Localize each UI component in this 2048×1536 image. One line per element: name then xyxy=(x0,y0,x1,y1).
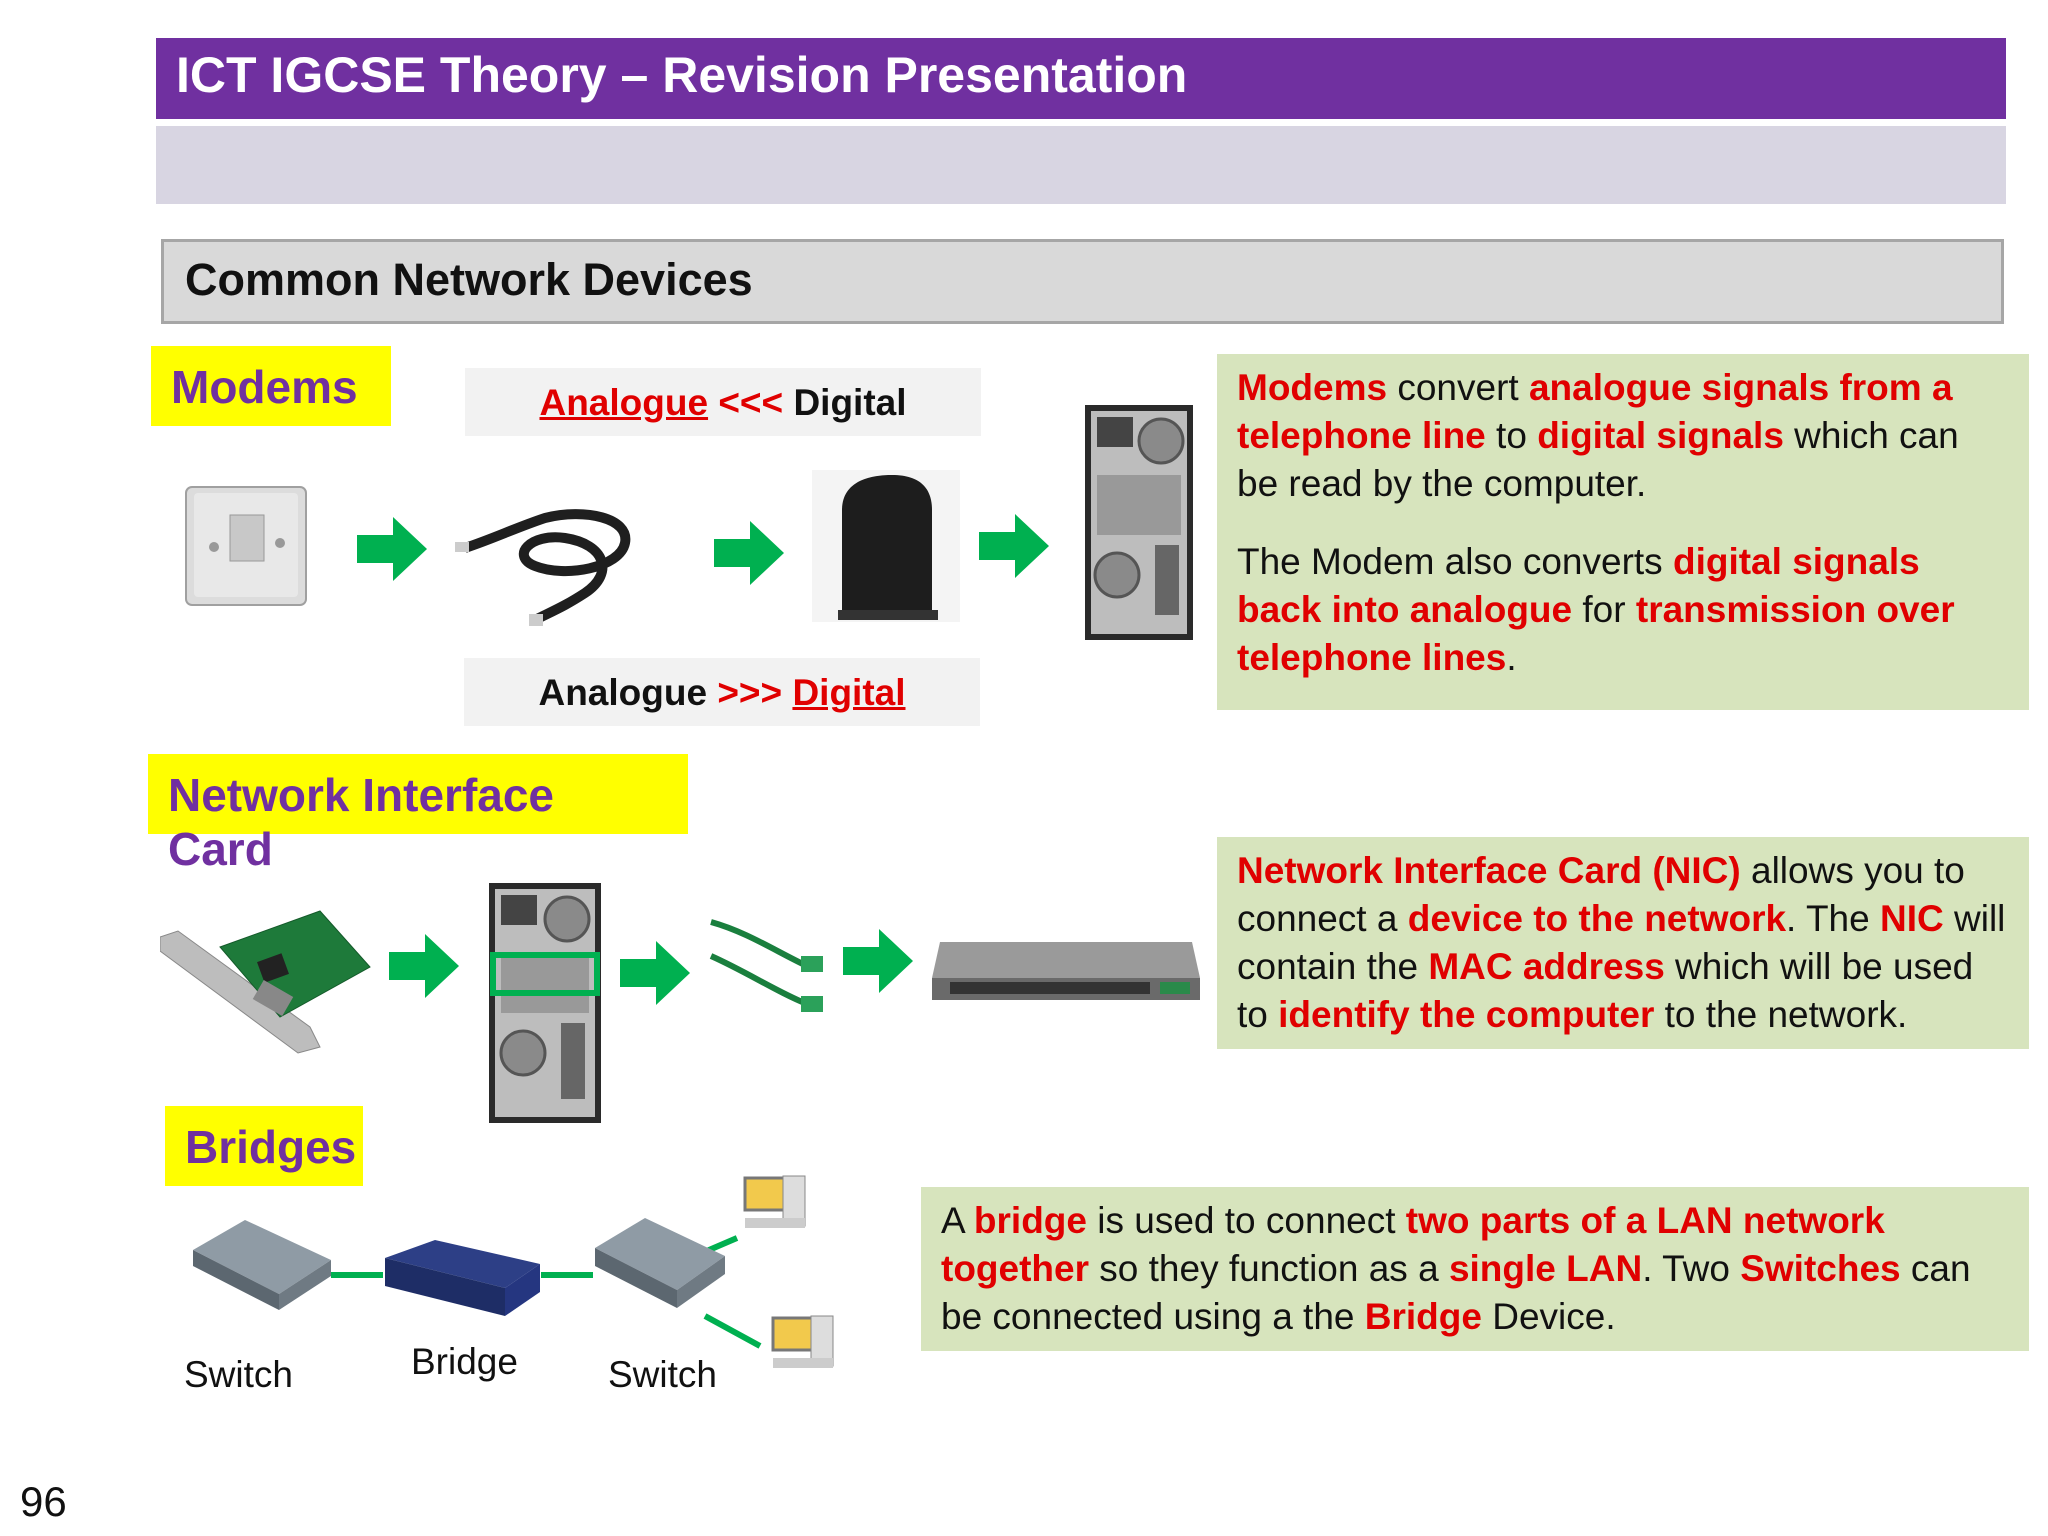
text-run: will contain the xyxy=(1237,898,2006,987)
network-card-image xyxy=(160,910,371,1054)
key-term: Bridge xyxy=(1364,1296,1482,1337)
key-term: Network Interface Card (NIC) xyxy=(1237,850,1741,891)
modem-description: Modems convert analogue signals from a t… xyxy=(1217,354,2029,710)
modem-image xyxy=(812,470,960,622)
subtitle-bar xyxy=(156,126,2006,204)
modem-description-p1: Modems convert analogue signals from a t… xyxy=(1237,364,2009,508)
telephone-socket-image xyxy=(185,486,307,606)
presentation-title: ICT IGCSE Theory – Revision Presentation xyxy=(156,38,2006,119)
text-run: allows you to connect a xyxy=(1237,850,1965,939)
digital-word: Digital xyxy=(793,382,907,423)
analogue-word: Analogue xyxy=(539,382,709,423)
text-run: . xyxy=(1506,637,1517,678)
key-term: transmission over telephone lines xyxy=(1237,589,1955,678)
text-run: so they function as a xyxy=(1089,1248,1449,1289)
switch-label: Switch xyxy=(608,1354,717,1395)
text-run: for xyxy=(1572,589,1636,630)
switch-label: Switch xyxy=(184,1354,293,1395)
key-term: device to the network xyxy=(1407,898,1787,939)
computer-tower-image xyxy=(1085,405,1193,640)
key-term: NIC xyxy=(1879,898,1944,939)
key-term: identify the computer xyxy=(1278,994,1655,1035)
text-run: to the network. xyxy=(1654,994,1908,1035)
key-term: single LAN xyxy=(1448,1248,1643,1289)
bridge-description: A bridge is used to connect two parts of… xyxy=(921,1187,2029,1351)
right-arrow-icon xyxy=(843,929,913,993)
computer-tower-image xyxy=(489,883,601,1123)
key-term: Switches xyxy=(1740,1248,1901,1289)
ethernet-cable-image xyxy=(709,919,823,1012)
text-run: . The xyxy=(1786,898,1880,939)
modem-description-p2: The Modem also converts digital signals … xyxy=(1237,538,2009,682)
modem-bottom-label: Analogue >>> Digital xyxy=(464,658,980,726)
bridges-heading: Bridges xyxy=(165,1106,363,1186)
direction-arrows: >>> xyxy=(717,672,783,713)
text-run: . Two xyxy=(1642,1248,1741,1289)
network-switch-image xyxy=(932,942,1200,1000)
digital-word: Digital xyxy=(792,672,906,713)
text-run: which will be used to xyxy=(1237,946,1974,1035)
text-run: which can be read by the computer. xyxy=(1237,415,1959,504)
analogue-word: Analogue xyxy=(538,672,708,713)
text-run: The Modem also converts xyxy=(1237,541,1673,582)
right-arrow-icon xyxy=(620,941,690,1005)
nic-description: Network Interface Card (NIC) allows you … xyxy=(1217,837,2029,1049)
right-arrow-icon xyxy=(357,517,427,581)
text-run: convert xyxy=(1387,367,1529,408)
right-arrow-icon xyxy=(714,521,784,585)
text-run: A xyxy=(941,1200,974,1241)
nic-heading: Network Interface Card xyxy=(148,754,688,875)
key-term: MAC address xyxy=(1428,946,1665,987)
text-run: can be connected using a the xyxy=(941,1248,1971,1337)
right-arrow-icon xyxy=(979,514,1049,578)
modem-top-label: Analogue <<< Digital xyxy=(465,368,981,436)
key-term: Modems xyxy=(1237,367,1388,408)
key-term: two parts of a LAN network together xyxy=(941,1200,1885,1289)
section-title: Common Network Devices xyxy=(161,239,2004,324)
right-arrow-icon xyxy=(389,934,459,998)
bridge-diagram xyxy=(193,1175,834,1368)
bridge-label: Bridge xyxy=(411,1341,518,1382)
direction-arrows: <<< xyxy=(718,382,784,423)
modems-heading: Modems xyxy=(151,346,391,426)
text-run: Device. xyxy=(1481,1296,1616,1337)
key-term: analogue signals from a telephone line xyxy=(1237,367,1953,456)
key-term: digital signals xyxy=(1537,415,1784,456)
text-run: is used to connect xyxy=(1086,1200,1406,1241)
page-number: 96 xyxy=(20,1478,67,1525)
telephone-cable-image xyxy=(455,509,631,626)
key-term: bridge xyxy=(973,1200,1087,1241)
text-run: to xyxy=(1485,415,1538,456)
key-term: digital signals back into analogue xyxy=(1237,541,1920,630)
